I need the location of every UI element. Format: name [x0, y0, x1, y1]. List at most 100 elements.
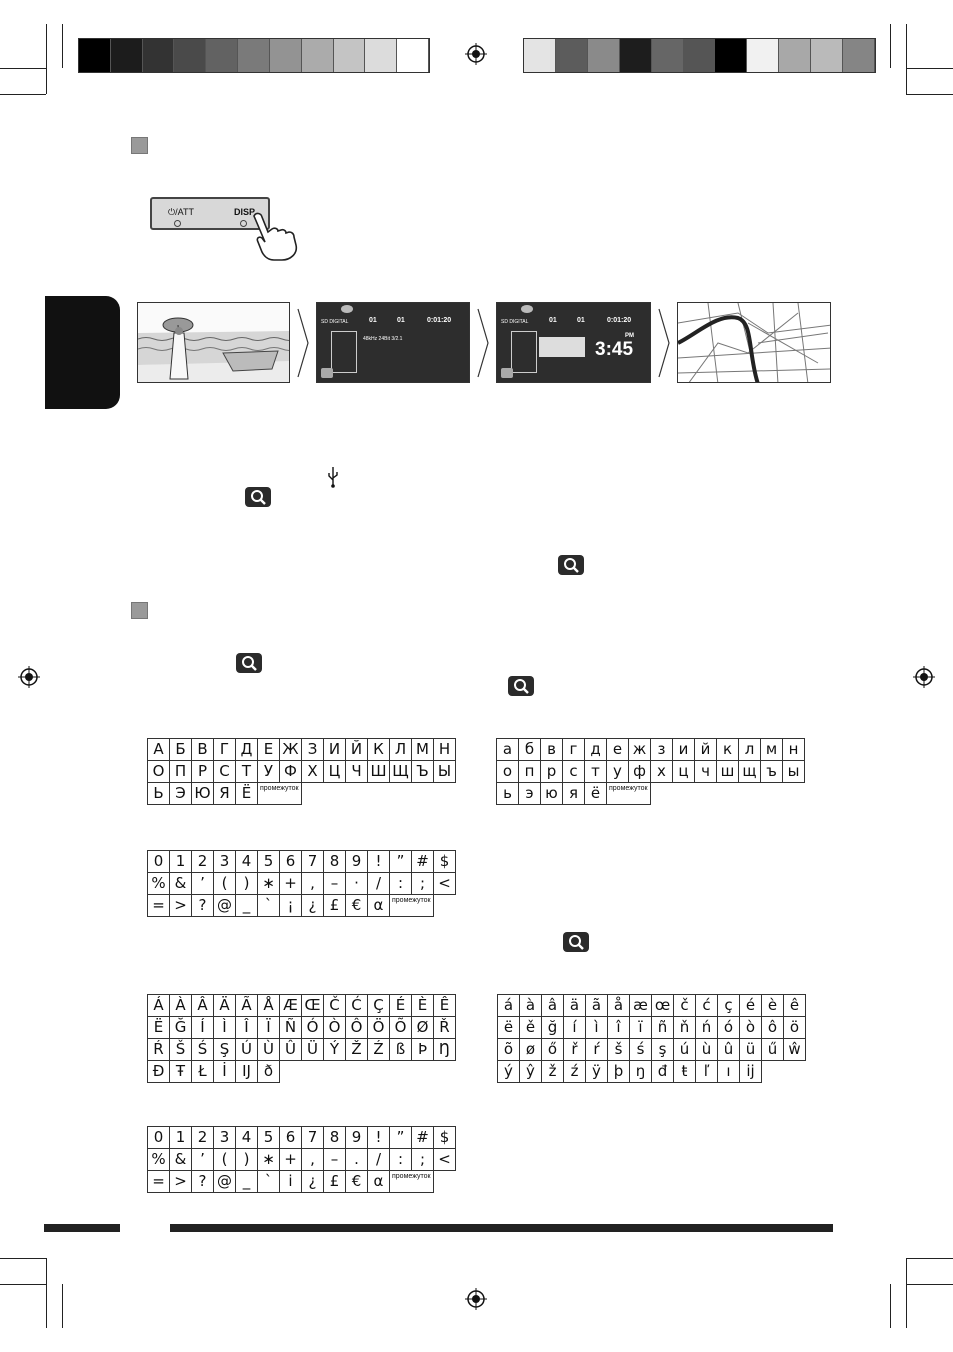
- char-cell: ã: [585, 994, 608, 1017]
- footer-bar: [44, 1224, 120, 1232]
- char-cell: ∗: [257, 1148, 280, 1171]
- magnifier-icon: [563, 932, 589, 952]
- char-cell: £: [323, 1170, 346, 1193]
- color-swatch: [174, 39, 207, 72]
- char-cell: М: [411, 738, 434, 761]
- char-cell: 0: [147, 850, 170, 873]
- char-cell: х: [650, 760, 673, 783]
- char-cell: ś: [629, 1038, 652, 1061]
- color-swatch: [333, 39, 366, 72]
- char-cell: Ł: [191, 1060, 214, 1083]
- char-cell: Ź: [367, 1038, 390, 1061]
- char-cell: Ж: [279, 738, 302, 761]
- char-cell: !: [367, 850, 390, 873]
- char-cell: Đ: [147, 1060, 170, 1083]
- char-cell: Ш: [367, 760, 390, 783]
- char-cell: +: [279, 872, 302, 895]
- char-cell: Î: [235, 1016, 258, 1039]
- char-cell: Н: [433, 738, 456, 761]
- char-cell: Ь: [147, 782, 170, 805]
- char-cell: Û: [279, 1038, 302, 1061]
- char-cell: Č: [323, 994, 346, 1017]
- char-cell: ю: [540, 782, 563, 805]
- char-cell: ğ: [541, 1016, 564, 1039]
- char-cell: ь: [496, 782, 519, 805]
- char-cell: á: [497, 994, 520, 1017]
- char-cell: И: [323, 738, 346, 761]
- char-cell: А: [147, 738, 170, 761]
- char-cell: Ъ: [411, 760, 434, 783]
- playback-time: 0:01:20: [427, 317, 452, 324]
- navigation-map-screen: [677, 302, 831, 383]
- char-cell: Ğ: [169, 1016, 192, 1039]
- char-cell: Л: [389, 738, 412, 761]
- char-cell: Ş: [213, 1038, 236, 1061]
- space-cell: промежуток: [389, 1170, 434, 1193]
- registration-mark-icon: [913, 666, 935, 688]
- char-cell: Ù: [257, 1038, 280, 1061]
- color-swatch: [747, 39, 780, 72]
- char-cell: к: [716, 738, 739, 761]
- char-cell: à: [519, 994, 542, 1017]
- char-cell: 2: [191, 1126, 214, 1149]
- char-cell: @: [213, 894, 236, 917]
- char-cell: э: [518, 782, 541, 805]
- char-cell: ñ: [651, 1016, 674, 1039]
- char-cell: ŕ: [585, 1038, 608, 1061]
- table-row: %&’()∗+,–·/:;<: [147, 872, 456, 895]
- indicator-dot: [174, 220, 181, 227]
- char-cell: đ: [651, 1060, 674, 1083]
- char-cell: ý: [497, 1060, 520, 1083]
- char-cell: ё: [584, 782, 607, 805]
- char-cell: Ŋ: [433, 1038, 456, 1061]
- next-arrow-icon: [658, 308, 670, 378]
- magnifier-icon: [245, 487, 271, 507]
- char-cell: Ö: [367, 1016, 390, 1039]
- char-cell: ¿: [301, 894, 324, 917]
- char-cell: ): [235, 872, 258, 895]
- color-swatch: [524, 39, 556, 72]
- magnifier-icon: [508, 676, 534, 696]
- char-cell: з: [650, 738, 673, 761]
- logo-icon: [521, 305, 533, 313]
- char-cell: Ф: [279, 760, 302, 783]
- chapter-number: 01: [577, 317, 585, 324]
- char-cell: –: [323, 872, 346, 895]
- char-cell: 9: [345, 1126, 368, 1149]
- char-cell: ŷ: [519, 1060, 542, 1083]
- char-cell: :: [389, 872, 412, 895]
- char-cell: /: [367, 1148, 390, 1171]
- logo-icon: [341, 305, 353, 313]
- char-cell: ń: [695, 1016, 718, 1039]
- char-cell: м: [760, 738, 783, 761]
- char-cell: Р: [191, 760, 214, 783]
- color-swatch: [715, 39, 748, 72]
- char-cell: д: [584, 738, 607, 761]
- char-cell: û: [717, 1038, 740, 1061]
- char-cell: â: [541, 994, 564, 1017]
- char-cell: æ: [629, 994, 652, 1017]
- registration-mark-icon: [465, 43, 487, 65]
- disp-button[interactable]: DISP: [234, 207, 256, 217]
- char-cell: =: [147, 894, 170, 917]
- char-cell: Ŧ: [169, 1060, 192, 1083]
- char-cell: ∗: [257, 872, 280, 895]
- crop-mark: [906, 1258, 907, 1328]
- source-info-screen: SD DIGITAL 01 01 0:01:20 48kHz 24Bit 3/2…: [316, 302, 470, 383]
- char-cell: ¿: [301, 1170, 324, 1193]
- source-label: SD DIGITAL: [501, 319, 529, 325]
- char-cell: %: [147, 872, 170, 895]
- char-cell: ź: [563, 1060, 586, 1083]
- char-cell: ÿ: [585, 1060, 608, 1083]
- track-number: 01: [369, 317, 377, 324]
- char-cell: Ø: [411, 1016, 434, 1039]
- char-cell: В: [191, 738, 214, 761]
- char-cell: Х: [301, 760, 324, 783]
- char-cell: ’: [191, 1148, 214, 1171]
- color-swatch: [619, 39, 652, 72]
